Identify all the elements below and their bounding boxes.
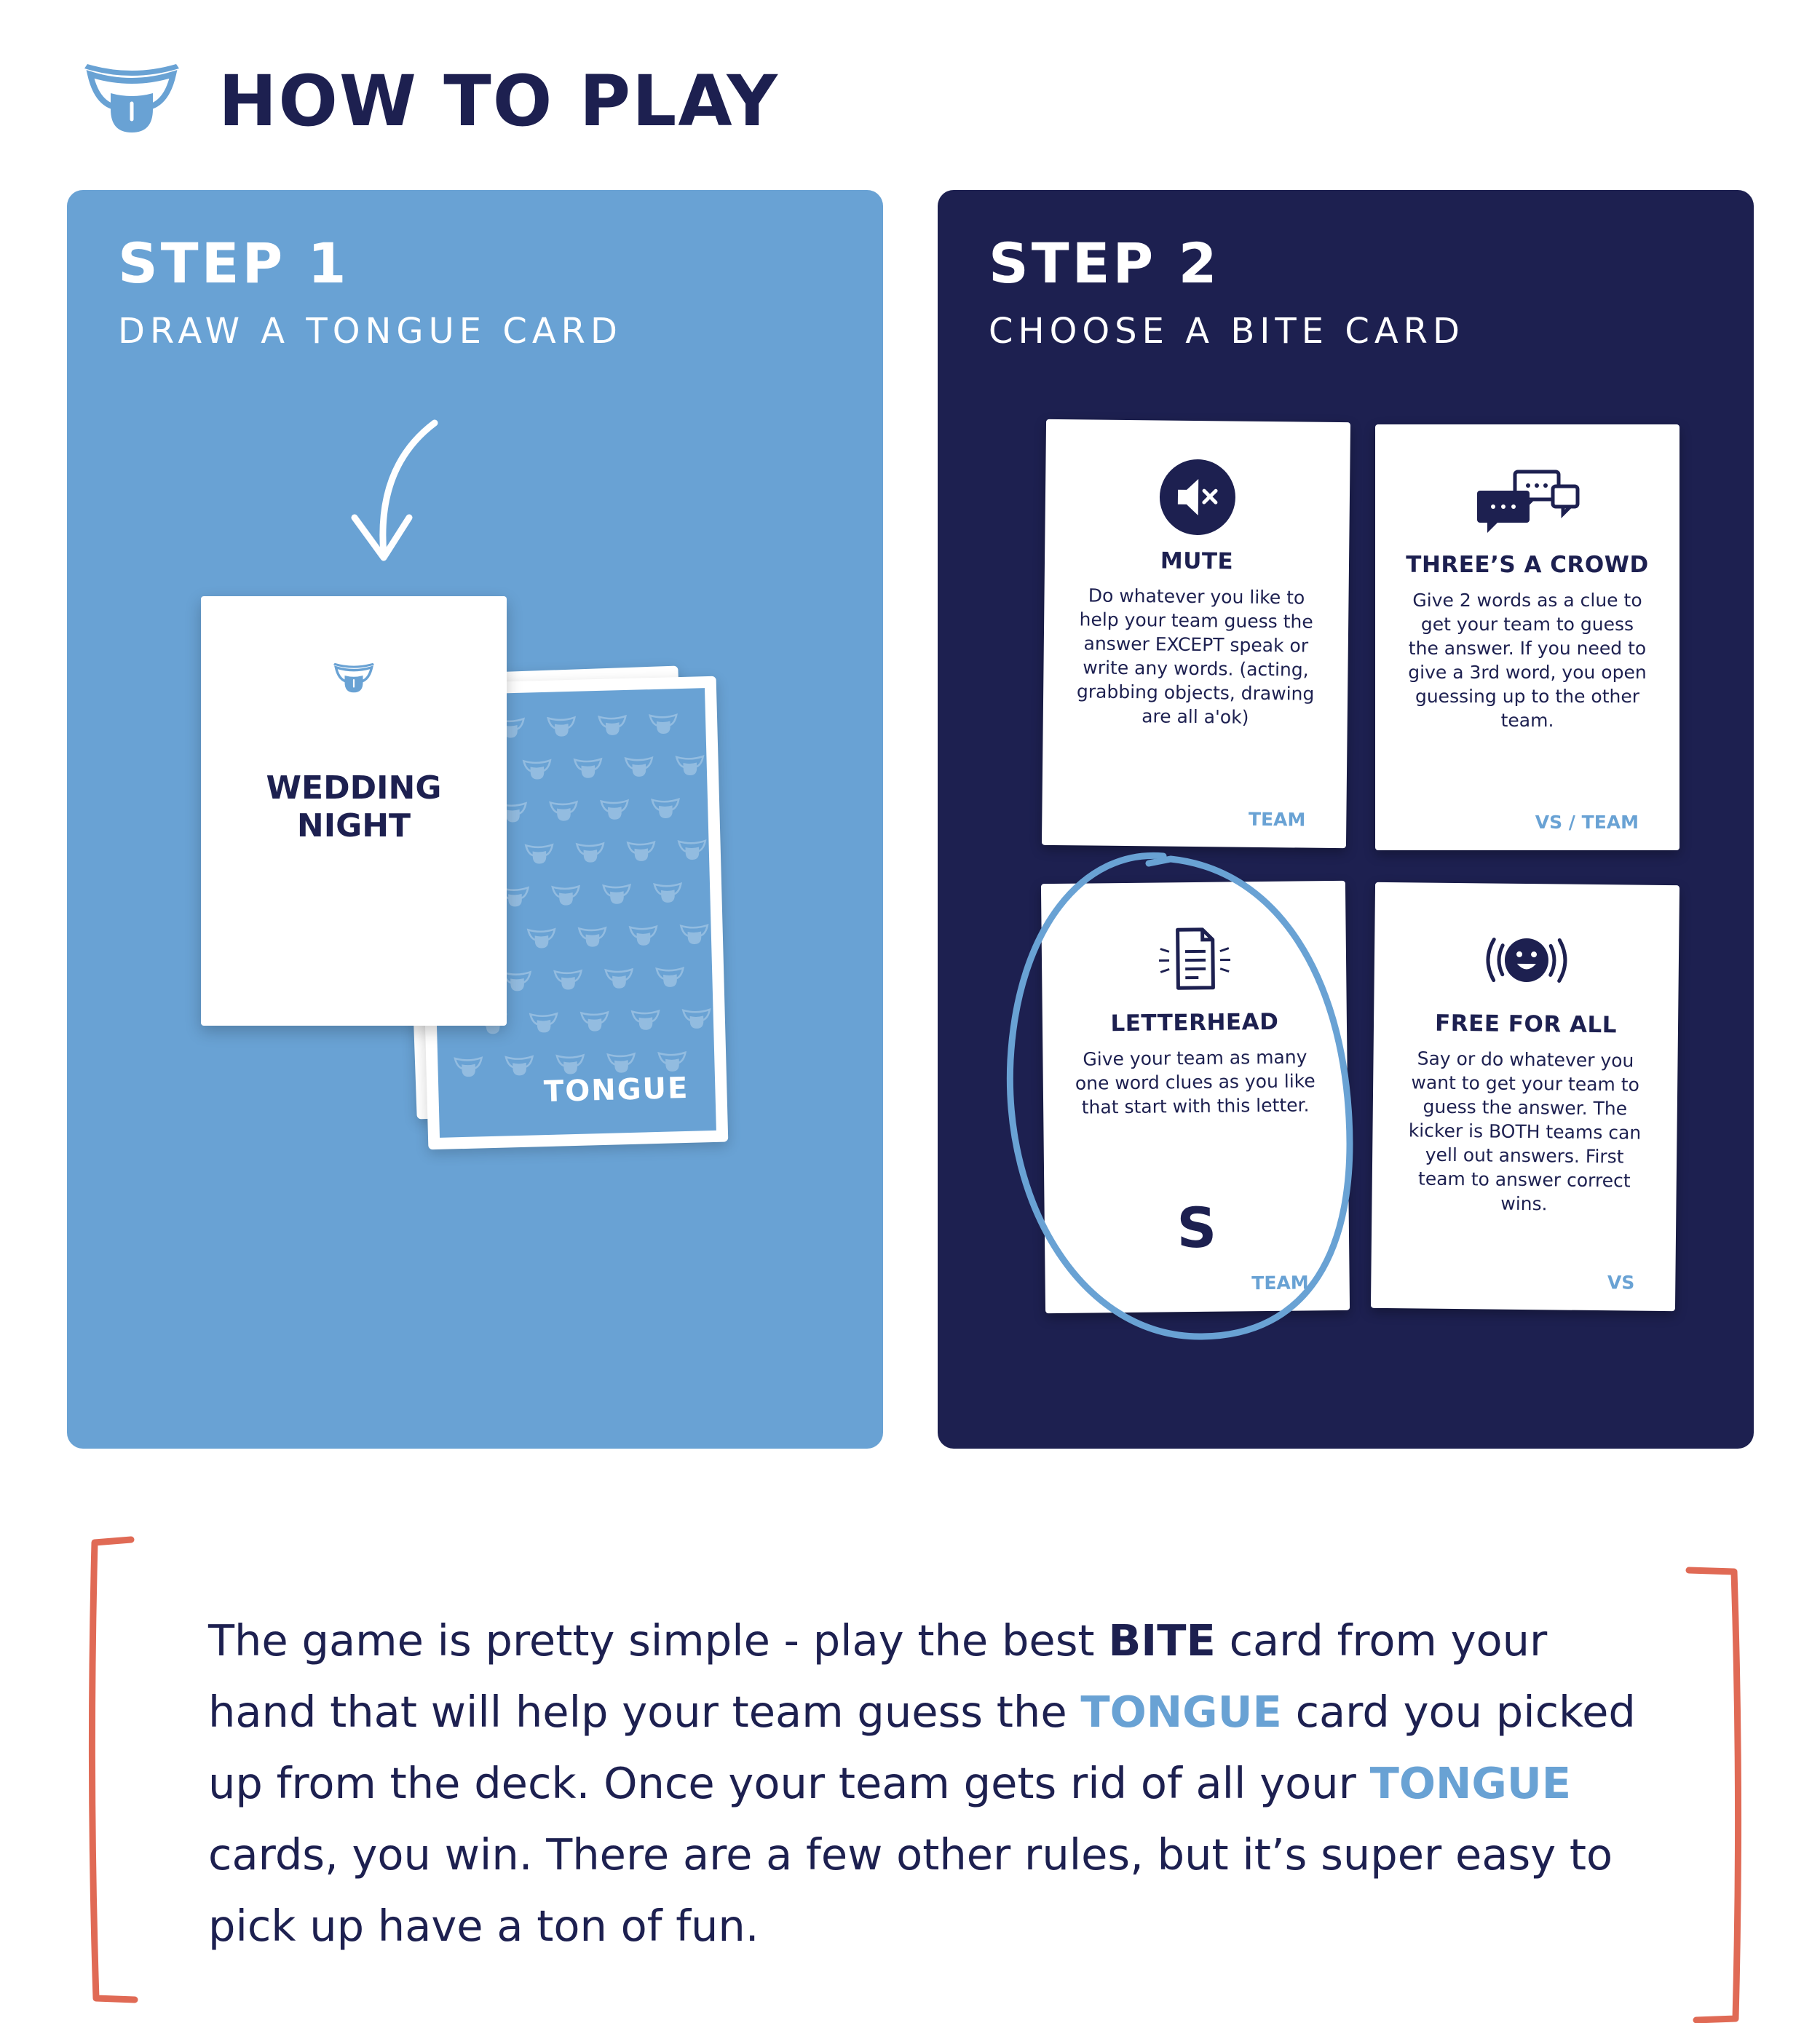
explainer-text: cards, you win. There are a few other ru… (208, 1829, 1613, 1951)
left-bracket-icon (88, 1536, 138, 2003)
bite-card-description: Do whatever you like to help your team g… (1076, 585, 1315, 728)
bite-card-tag: TEAM (1248, 808, 1306, 831)
step-1-panel: STEP 1 DRAW A TONGUE CARD TONGUE WEDDING… (67, 190, 883, 1449)
bite-highlight: BITE (1108, 1615, 1216, 1666)
mute-speaker-icon (1045, 456, 1350, 539)
step-2-subtitle: CHOOSE A BITE CARD (989, 311, 1465, 352)
bite-card-title: FREE FOR ALL (1434, 1010, 1618, 1039)
step-2-title: STEP 2 (989, 231, 1220, 296)
explainer-text: card you picked up from the deck. Once y… (208, 1687, 1636, 1808)
step-1-subtitle: DRAW A TONGUE CARD (118, 311, 622, 352)
bite-card-letterhead[interactable]: LETTERHEAD Give your team as many one wo… (1040, 880, 1350, 1314)
tongue-card-word: WEDDING NIGHT (266, 769, 442, 844)
tongue-card[interactable]: WEDDING NIGHT (201, 596, 507, 1026)
deck-label: TONGUE (543, 1071, 689, 1109)
right-bracket-icon (1685, 1567, 1742, 2023)
tongue-highlight: TONGUE (1369, 1758, 1572, 1808)
step-1-title: STEP 1 (118, 231, 349, 296)
curved-arrow-icon (351, 419, 438, 561)
bite-card-title: THREE’S A CROWD (1406, 552, 1649, 578)
loud-face-icon (1374, 919, 1679, 1002)
step-2-panel: STEP 2 CHOOSE A BITE CARD MUTE Do whatev… (938, 190, 1754, 1449)
bite-card-title: MUTE (1160, 547, 1234, 575)
bite-card-description: Give your team as many one word clues as… (1075, 1046, 1315, 1118)
page-title: HOW TO PLAY (218, 60, 779, 142)
bite-card-free-for-all[interactable]: FREE FOR ALL Say or do whatever you want… (1370, 882, 1680, 1312)
bite-card-tag: VS (1607, 1272, 1635, 1294)
bite-card-description: Say or do whatever you want to get your … (1408, 1048, 1642, 1215)
explainer-text: card from your hand that will help your … (208, 1615, 1548, 1737)
document-icon (1041, 917, 1346, 1000)
tongue-logo-icon (333, 662, 375, 693)
bite-card-letter: S (1176, 1195, 1217, 1261)
bite-card-tag: VS / TEAM (1535, 812, 1639, 833)
bite-card-description: Give 2 words as a clue to get your team … (1408, 590, 1647, 731)
bite-card-mute[interactable]: MUTE Do whatever you like to help your t… (1041, 419, 1351, 849)
bite-card-tag: TEAM (1251, 1272, 1309, 1294)
bite-card-threes-a-crowd[interactable]: THREE’S A CROWD Give 2 words as a clue t… (1375, 424, 1679, 850)
tongue-logo-icon (82, 61, 182, 135)
bite-card-title: LETTERHEAD (1110, 1008, 1279, 1037)
tongue-highlight: TONGUE (1080, 1687, 1282, 1737)
explainer-text: The game is pretty simple - play the bes… (208, 1615, 1109, 1666)
chat-bubbles-icon (1375, 461, 1679, 541)
game-explainer: The game is pretty simple - play the bes… (208, 1605, 1664, 1962)
